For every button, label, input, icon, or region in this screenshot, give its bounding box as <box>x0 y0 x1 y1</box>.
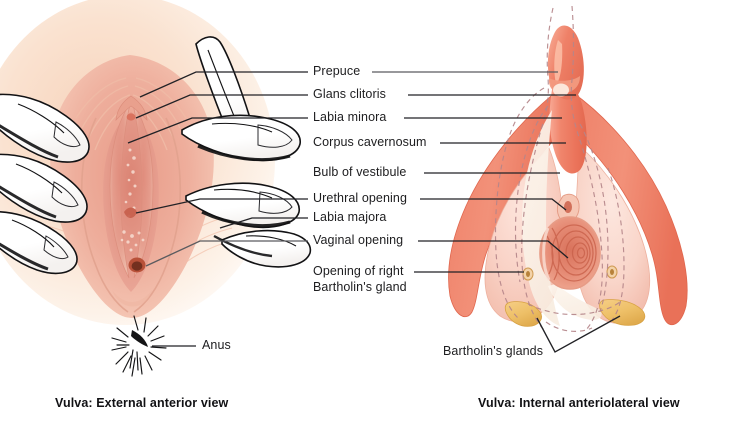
right-illustration <box>448 5 688 332</box>
label-labia-majora: Labia majora <box>313 210 387 224</box>
prepuce-highlight <box>553 83 569 97</box>
label-vaginal-opening: Vaginal opening <box>313 233 404 247</box>
left-hand-fingers <box>0 93 90 275</box>
finger-right-3 <box>221 229 312 268</box>
bartholin-gland-left <box>504 301 542 327</box>
labia-majora-right <box>133 117 182 313</box>
leader-vaginal-left <box>145 240 308 267</box>
label-anus: Anus <box>202 338 231 352</box>
finger-crease <box>11 219 55 248</box>
leader-urethral-left <box>135 198 308 214</box>
finger-crease <box>245 235 297 247</box>
bartholin-gland-right <box>599 299 646 326</box>
perineum-shading <box>112 290 152 307</box>
finger-shadow <box>213 234 273 258</box>
finger-shadow <box>0 124 59 159</box>
leader-bartholins-glands <box>536 315 621 353</box>
label-bulb-of-vestibule: Bulb of vestibule <box>313 165 407 179</box>
label-bartholin-opening-line1: Opening of right <box>313 264 404 278</box>
label-prepuce: Prepuce <box>313 64 361 78</box>
finger-crease <box>211 122 273 133</box>
fingernail <box>257 124 293 148</box>
finger-crease <box>213 188 273 199</box>
leader-labia-minora-left <box>127 117 308 144</box>
fingernail <box>51 181 79 208</box>
right-hand-fingers <box>181 36 312 268</box>
anus-center <box>131 330 148 347</box>
anus-radiating-folds <box>111 315 167 377</box>
leader-vaginal-right <box>418 240 569 259</box>
finger-crease <box>15 163 63 194</box>
bartholin-duct-openings <box>522 265 618 281</box>
leader-urethral-right <box>420 198 567 211</box>
label-bartholin-opening-line2: Bartholin's gland <box>313 280 407 294</box>
urethral-opening-external <box>124 207 137 218</box>
leader-lines <box>127 71 621 353</box>
urethral-lumen <box>564 201 572 213</box>
vaginal-rugae <box>546 224 597 282</box>
vestibule-membrane-lower <box>548 284 602 320</box>
label-bartholins-glands: Bartholin's glands <box>443 344 544 358</box>
label-urethral-opening: Urethral opening <box>313 191 408 205</box>
fingernail <box>258 191 293 214</box>
leader-prepuce-left <box>139 71 308 98</box>
dashed-outline-overlay <box>494 5 625 332</box>
vaginal-opening-external-inner <box>131 261 143 271</box>
glans-highlight <box>554 40 563 84</box>
label-glans-clitoris: Glans clitoris <box>313 87 386 101</box>
finger-shadow <box>197 144 291 162</box>
finger-crease <box>17 103 65 134</box>
fingernail <box>53 121 81 148</box>
left-illustration <box>0 0 312 377</box>
fingernail <box>43 235 69 260</box>
vaginal-rim-highlight <box>542 227 551 281</box>
label-corpus-cavernosum: Corpus cavernosum <box>313 135 427 149</box>
labia-minora-right <box>132 103 154 279</box>
caption-left-panel: Vulva: External anterior view <box>55 396 229 410</box>
crus-right <box>571 91 688 326</box>
leader-glans-left <box>135 94 308 119</box>
label-labia-minora: Labia minora <box>313 110 387 124</box>
prepuce-hood <box>115 95 148 121</box>
finger-shadow <box>0 185 57 219</box>
anus-illustration <box>111 315 167 377</box>
glans-clitoris-external <box>126 113 136 121</box>
finger-shadow <box>0 242 49 271</box>
labia-minora-left <box>109 103 131 279</box>
finger-shadow <box>201 210 291 228</box>
corpus-cavernosum-shaft <box>549 80 587 174</box>
caption-right-panel: Vulva: Internal anteriolateral view <box>478 396 680 410</box>
leader-labia-majora-left <box>219 217 308 229</box>
